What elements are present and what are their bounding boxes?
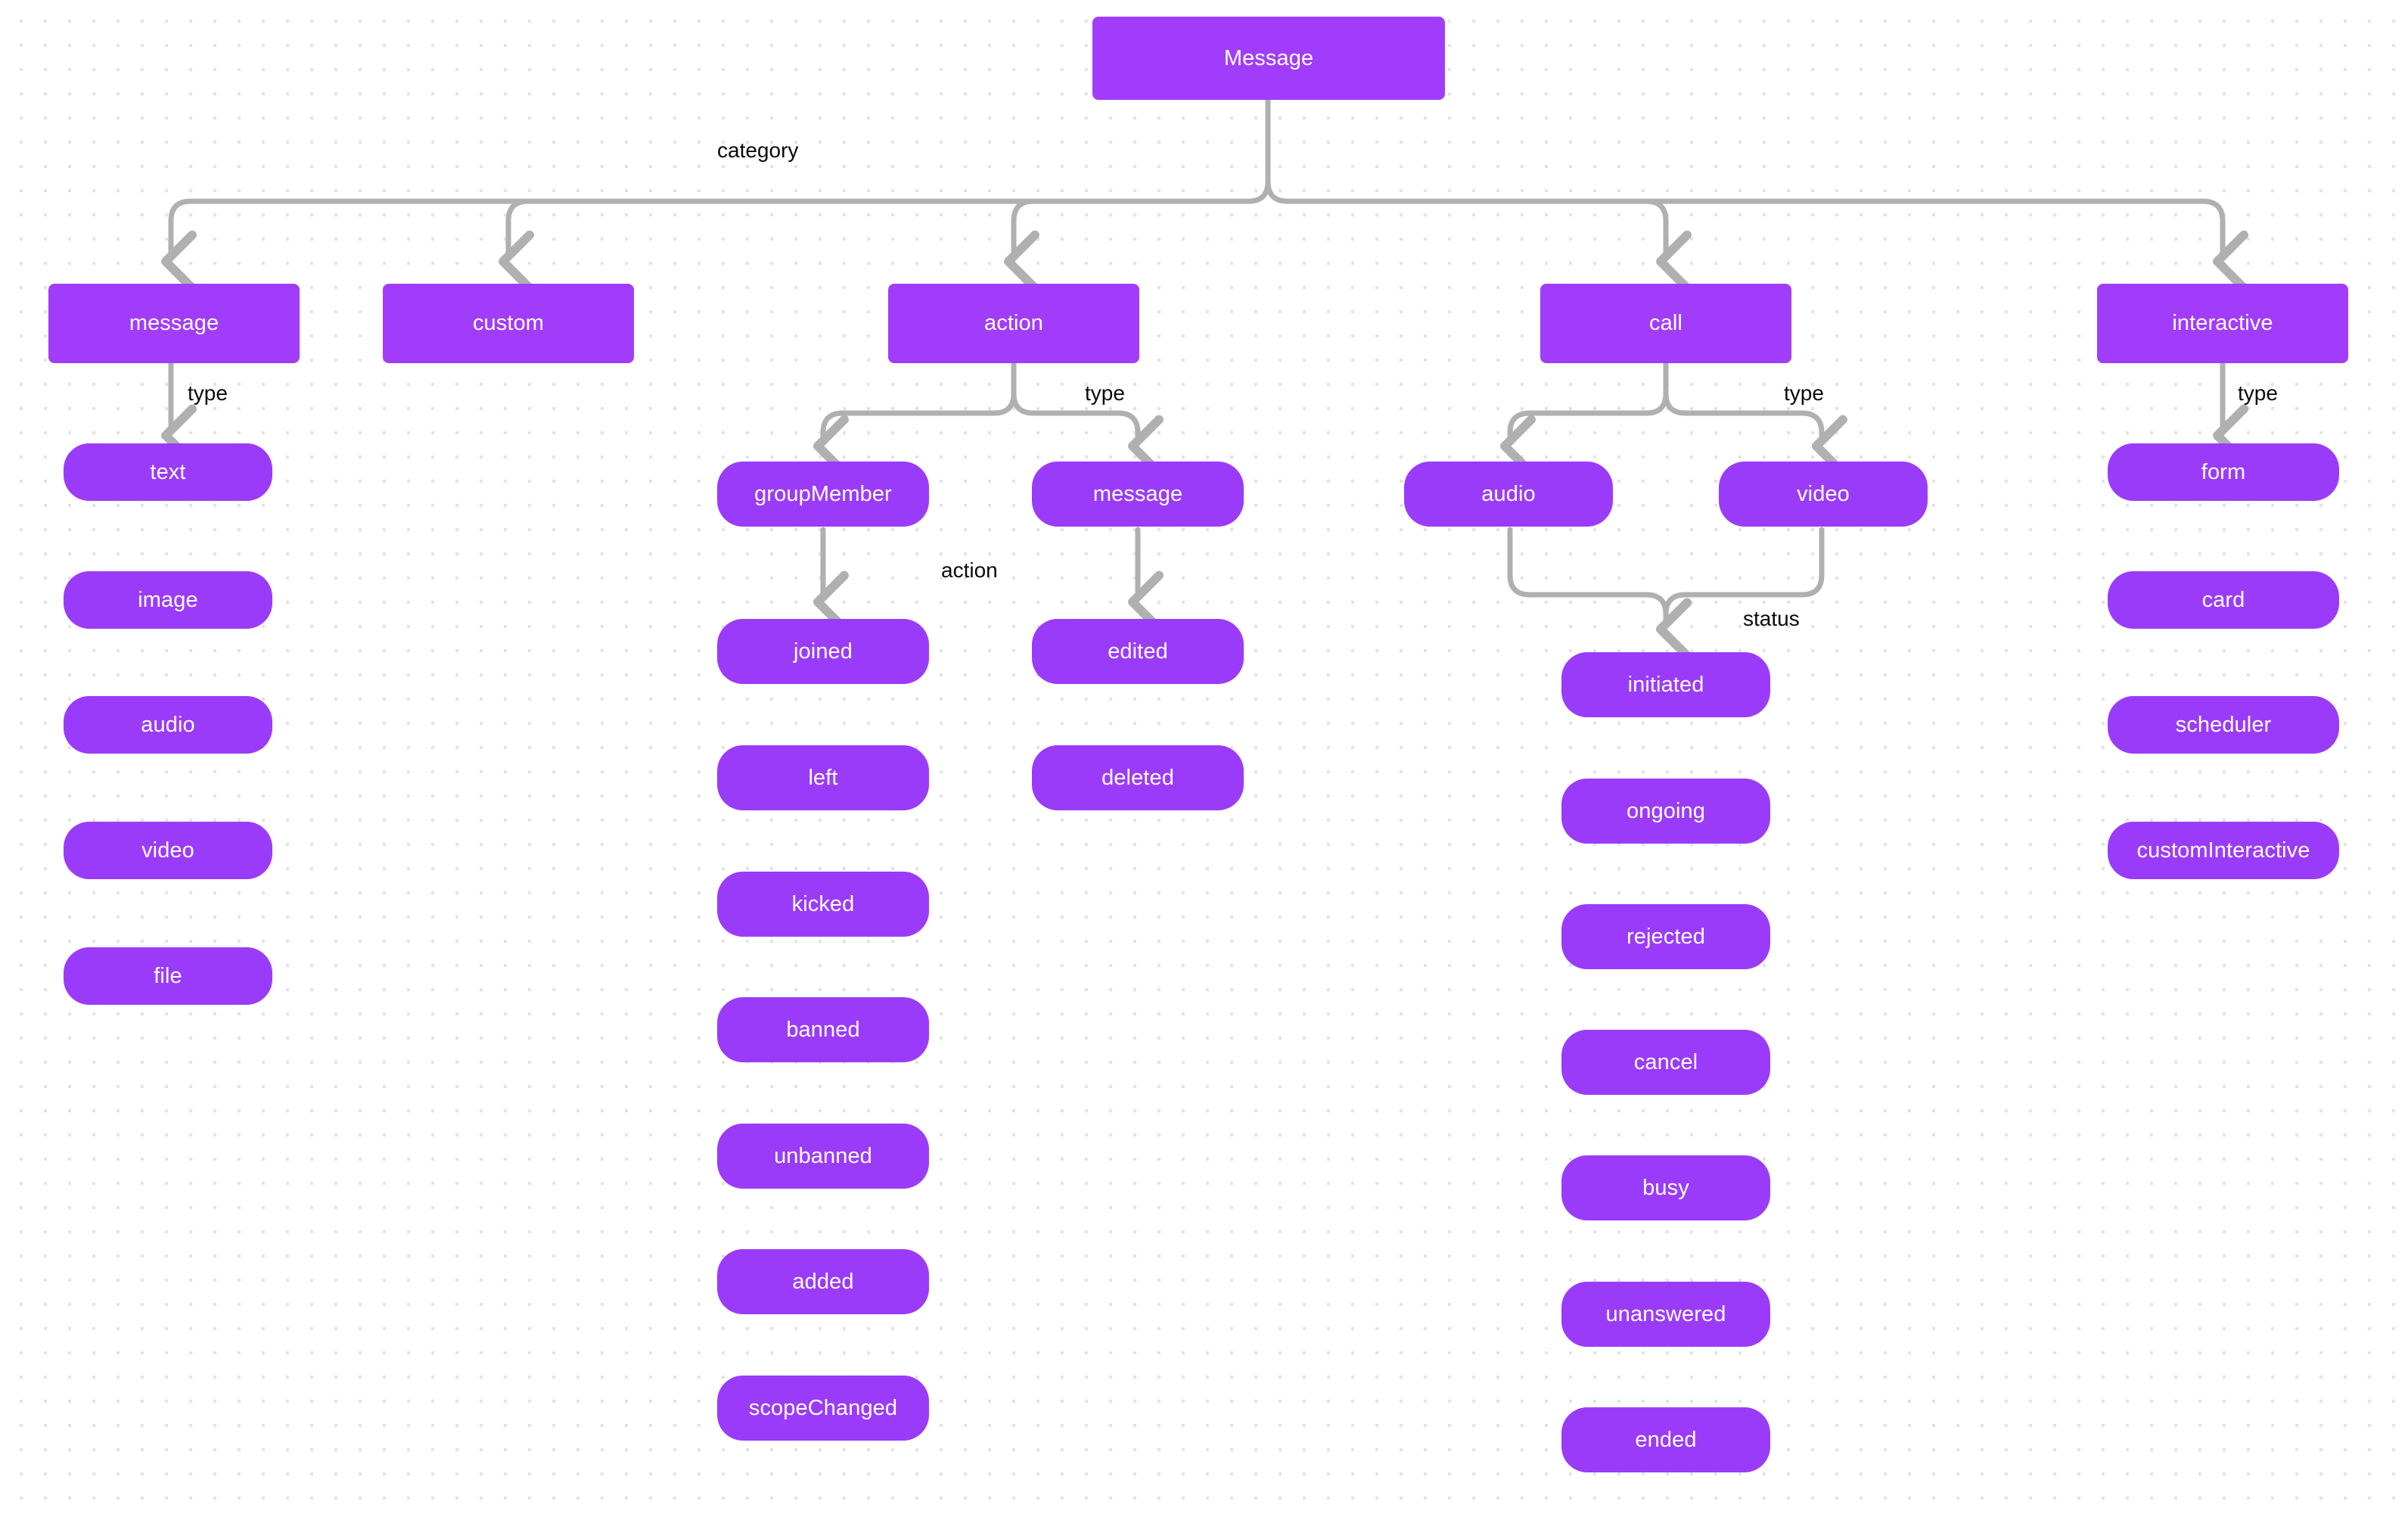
node-label: interactive <box>2172 311 2273 335</box>
leaf-groupmember-scopechanged[interactable]: scopeChanged <box>717 1376 929 1441</box>
node-label: kicked <box>791 891 855 916</box>
node-category-interactive[interactable]: interactive <box>2097 284 2348 363</box>
node-label: custom <box>472 311 545 335</box>
node-label: left <box>808 765 838 790</box>
leaf-call-busy[interactable]: busy <box>1561 1155 1770 1220</box>
edge-label-category: category <box>717 138 799 162</box>
leaf-call-initiated[interactable]: initiated <box>1561 652 1770 717</box>
node-label: call <box>1649 311 1682 335</box>
leaf-messageaction-edited[interactable]: edited <box>1032 619 1244 684</box>
edge-label-type-action: type <box>1085 381 1125 405</box>
node-label: initiated <box>1627 672 1704 697</box>
node-label: banned <box>786 1017 860 1042</box>
leaf-messageaction-deleted[interactable]: deleted <box>1032 745 1244 810</box>
node-root-message[interactable]: Message <box>1092 17 1445 100</box>
edge-label-type-call: type <box>1784 381 1824 405</box>
node-label: audio <box>1481 481 1536 506</box>
node-action-groupmember[interactable]: groupMember <box>717 462 929 527</box>
node-label: form <box>2201 459 2246 484</box>
leaf-call-ended[interactable]: ended <box>1561 1407 1770 1472</box>
leaf-interactive-card[interactable]: card <box>2108 571 2339 629</box>
edge-category-call <box>1285 198 1692 293</box>
node-label: image <box>138 587 198 612</box>
node-label: unbanned <box>774 1143 872 1168</box>
leaf-call-unanswered[interactable]: unanswered <box>1561 1282 1770 1347</box>
node-label: edited <box>1108 639 1168 664</box>
node-label: scheduler <box>2175 712 2272 737</box>
leaf-groupmember-added[interactable]: added <box>717 1249 929 1314</box>
edge-label-type-interactive: type <box>2238 381 2278 405</box>
node-label: rejected <box>1627 924 1705 949</box>
leaf-message-video[interactable]: video <box>64 822 272 879</box>
leaf-groupmember-unbanned[interactable]: unbanned <box>717 1124 929 1189</box>
edge-category-custom <box>499 198 1251 293</box>
leaf-groupmember-left[interactable]: left <box>717 745 929 810</box>
leaf-message-text[interactable]: text <box>64 443 272 501</box>
node-category-call[interactable]: call <box>1540 284 1791 363</box>
node-call-video[interactable]: video <box>1719 462 1928 527</box>
node-call-audio[interactable]: audio <box>1404 462 1613 527</box>
node-label: ended <box>1635 1427 1697 1452</box>
leaf-message-file[interactable]: file <box>64 947 272 1005</box>
leaf-call-cancel[interactable]: cancel <box>1561 1030 1770 1095</box>
edge-category-action <box>1004 198 1251 293</box>
node-label: file <box>154 963 182 988</box>
node-category-custom[interactable]: custom <box>383 284 634 363</box>
node-label: scopeChanged <box>748 1395 898 1420</box>
node-label: video <box>141 838 194 863</box>
node-label: added <box>792 1269 854 1294</box>
node-label: cancel <box>1633 1049 1698 1074</box>
leaf-groupmember-joined[interactable]: joined <box>717 619 929 684</box>
leaf-message-image[interactable]: image <box>64 571 272 629</box>
leaf-interactive-form[interactable]: form <box>2108 443 2339 501</box>
node-label: action <box>984 311 1043 335</box>
leaf-message-audio[interactable]: audio <box>64 696 272 754</box>
leaf-interactive-scheduler[interactable]: scheduler <box>2108 696 2339 754</box>
node-action-message[interactable]: message <box>1032 462 1244 527</box>
node-label: deleted <box>1101 765 1174 790</box>
leaf-call-rejected[interactable]: rejected <box>1561 904 1770 969</box>
edge-category-interactive <box>1285 198 2248 293</box>
node-label: unanswered <box>1605 1301 1726 1326</box>
edge-root-right-stem <box>1265 97 1291 204</box>
node-category-message[interactable]: message <box>48 284 300 363</box>
edge-audio-status <box>1507 527 1692 661</box>
node-label: customInteractive <box>2136 838 2310 863</box>
edge-label-type-message: type <box>188 381 228 405</box>
node-label: groupMember <box>754 481 892 506</box>
node-label: video <box>1797 481 1850 506</box>
leaf-call-ongoing[interactable]: ongoing <box>1561 779 1770 844</box>
node-label: card <box>2201 587 2245 612</box>
edge-action-groupmember <box>813 360 1017 477</box>
node-label: ongoing <box>1627 798 1705 823</box>
node-label: busy <box>1642 1175 1689 1200</box>
node-label: Message <box>1223 45 1314 70</box>
edge-root-left-stem <box>1245 97 1271 204</box>
leaf-groupmember-kicked[interactable]: kicked <box>717 872 929 937</box>
node-label: audio <box>141 712 195 737</box>
node-label: text <box>150 459 186 484</box>
edge-label-action-groupmember: action <box>941 558 998 582</box>
leaf-groupmember-banned[interactable]: banned <box>717 997 929 1062</box>
node-category-action[interactable]: action <box>888 284 1139 363</box>
node-label: message <box>1092 481 1183 506</box>
leaf-interactive-custominteractive[interactable]: customInteractive <box>2108 822 2339 879</box>
edge-call-audio <box>1500 360 1669 477</box>
node-label: message <box>129 311 219 335</box>
edge-category-message <box>161 198 1251 293</box>
node-label: joined <box>794 639 853 664</box>
edge-label-status-call: status <box>1743 607 1800 630</box>
